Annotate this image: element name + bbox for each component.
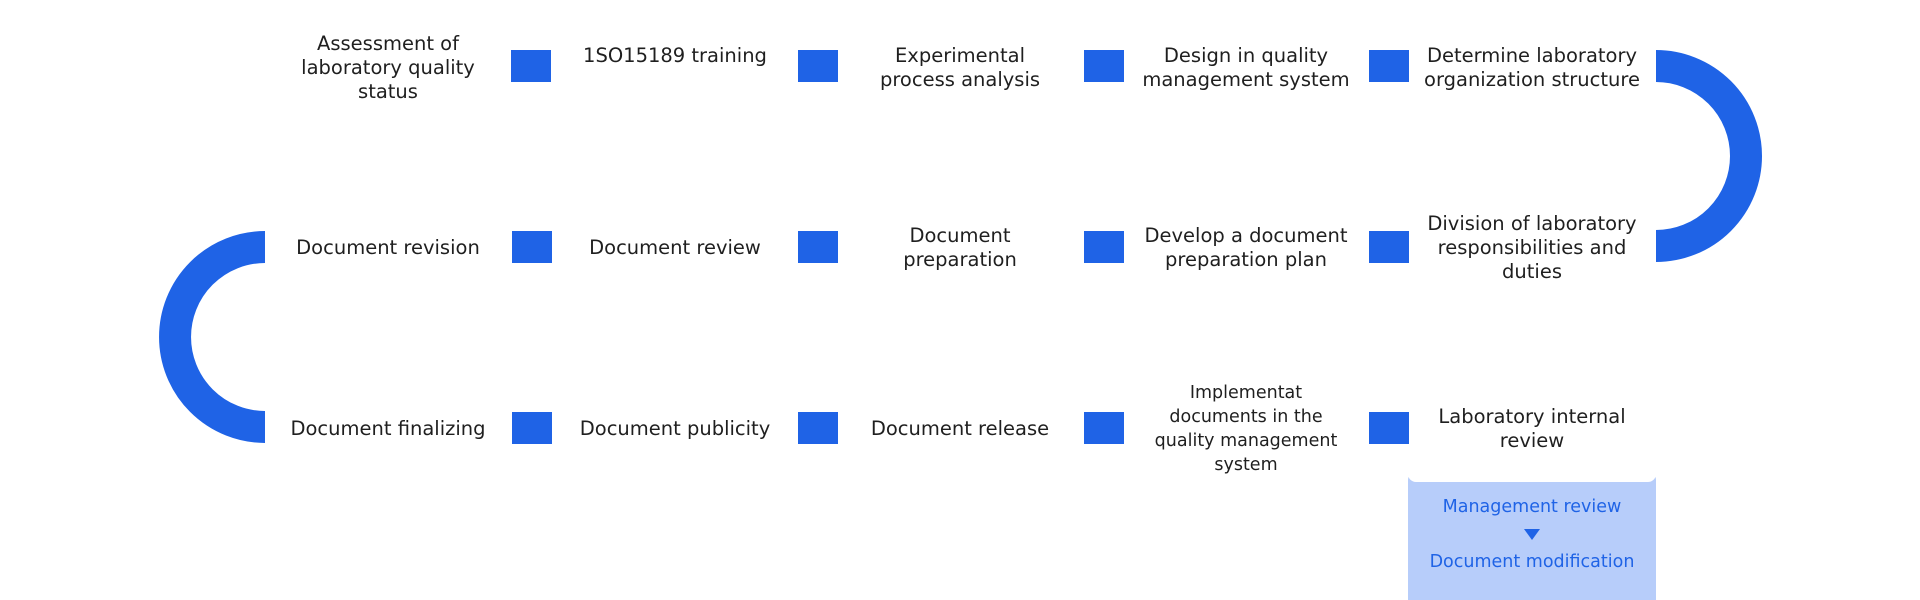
step-document-preparation: Document preparation	[903, 224, 1017, 271]
panel-top-edge	[1408, 472, 1656, 482]
step-document-release: Document release	[870, 417, 1050, 440]
step-document-revision: Document revision	[296, 236, 480, 259]
panel-item-document-modification: Document modification	[1429, 552, 1635, 572]
step-implement-documents: Implementat documents in the quality man…	[1154, 383, 1338, 475]
step-assessment-of-quality-status: Assessment of laboratory quality status	[301, 32, 475, 103]
down-arrow-icon	[1524, 529, 1540, 540]
connector-square	[512, 412, 552, 444]
step-laboratory-internal-review: Laboratory internal review	[1438, 405, 1626, 452]
step-iso15189-training: 1SO15189 training	[583, 44, 767, 67]
connector-square	[1084, 50, 1124, 82]
connector-square	[1369, 231, 1409, 263]
step-document-publicity: Document publicity	[579, 417, 771, 440]
connector-square	[512, 231, 552, 263]
step-document-review: Document review	[589, 236, 761, 259]
connector-square	[1084, 412, 1124, 444]
connector-square	[1369, 412, 1409, 444]
panel-item-management-review: Management review	[1442, 497, 1622, 517]
step-develop-preparation-plan: Develop a document preparation plan	[1144, 224, 1348, 271]
connector-square	[798, 412, 838, 444]
step-division-of-responsibilities: Division of laboratory responsibilities …	[1427, 212, 1637, 283]
step-design-quality-management-system: Design in quality management system	[1142, 44, 1350, 91]
connector-square	[798, 50, 838, 82]
connector-square	[511, 50, 551, 82]
step-determine-organization-structure: Determine laboratory organization struct…	[1424, 44, 1640, 91]
step-experimental-process-analysis: Experimental process analysis	[879, 44, 1041, 91]
review-sub-panel: Management review Document modification	[1408, 472, 1656, 600]
step-document-finalizing: Document finalizing	[290, 417, 486, 440]
connector-square	[798, 231, 838, 263]
connector-square	[1084, 231, 1124, 263]
connector-square	[1369, 50, 1409, 82]
